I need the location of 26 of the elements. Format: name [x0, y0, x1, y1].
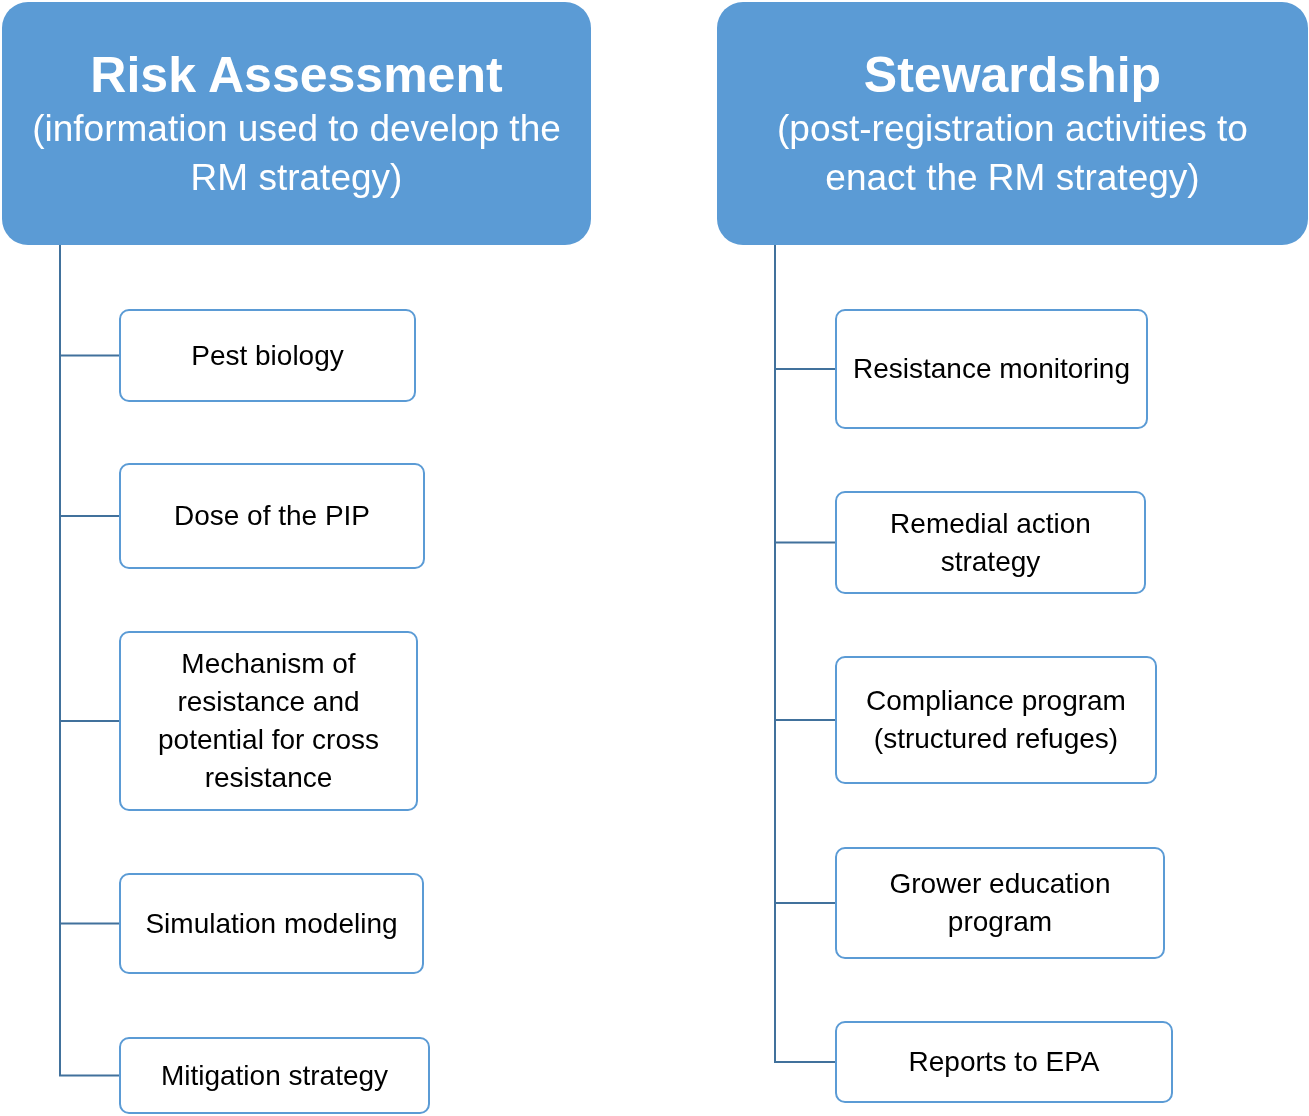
item-label: Grower education program: [888, 867, 1112, 939]
header-box: [2, 2, 591, 245]
header-subtitle: (post-registration activities to enact the RM strategy): [776, 107, 1249, 200]
item-label: Resistance monitoring: [853, 352, 1130, 387]
item-label: Compliance program (structured refuges): [865, 684, 1127, 756]
item-label: Remedial action strategy: [889, 506, 1092, 579]
item-box: [835, 656, 1157, 784]
item-label: Mechanism of resistance and potential for cross resistance: [157, 647, 380, 795]
item-box: [119, 309, 416, 402]
item-box: [119, 463, 425, 569]
header-title: Risk Assessment: [90, 46, 503, 106]
item-label: Simulation modeling: [145, 906, 398, 941]
item-box: [835, 847, 1165, 959]
item-label: Reports to EPA: [908, 1045, 1100, 1080]
header-title: Stewardship: [863, 46, 1162, 106]
item-label: Mitigation strategy: [160, 1058, 389, 1093]
item-box: [835, 491, 1146, 594]
item-box: [835, 1021, 1173, 1103]
header-box: [717, 2, 1308, 245]
item-box: [119, 631, 418, 811]
item-box: [119, 1037, 430, 1114]
header-subtitle: (information used to develop the RM strategy): [31, 107, 562, 200]
item-label: Pest biology: [191, 338, 344, 373]
item-box: [835, 309, 1148, 429]
item-label: Dose of the PIP: [173, 499, 371, 534]
item-box: [119, 873, 424, 974]
